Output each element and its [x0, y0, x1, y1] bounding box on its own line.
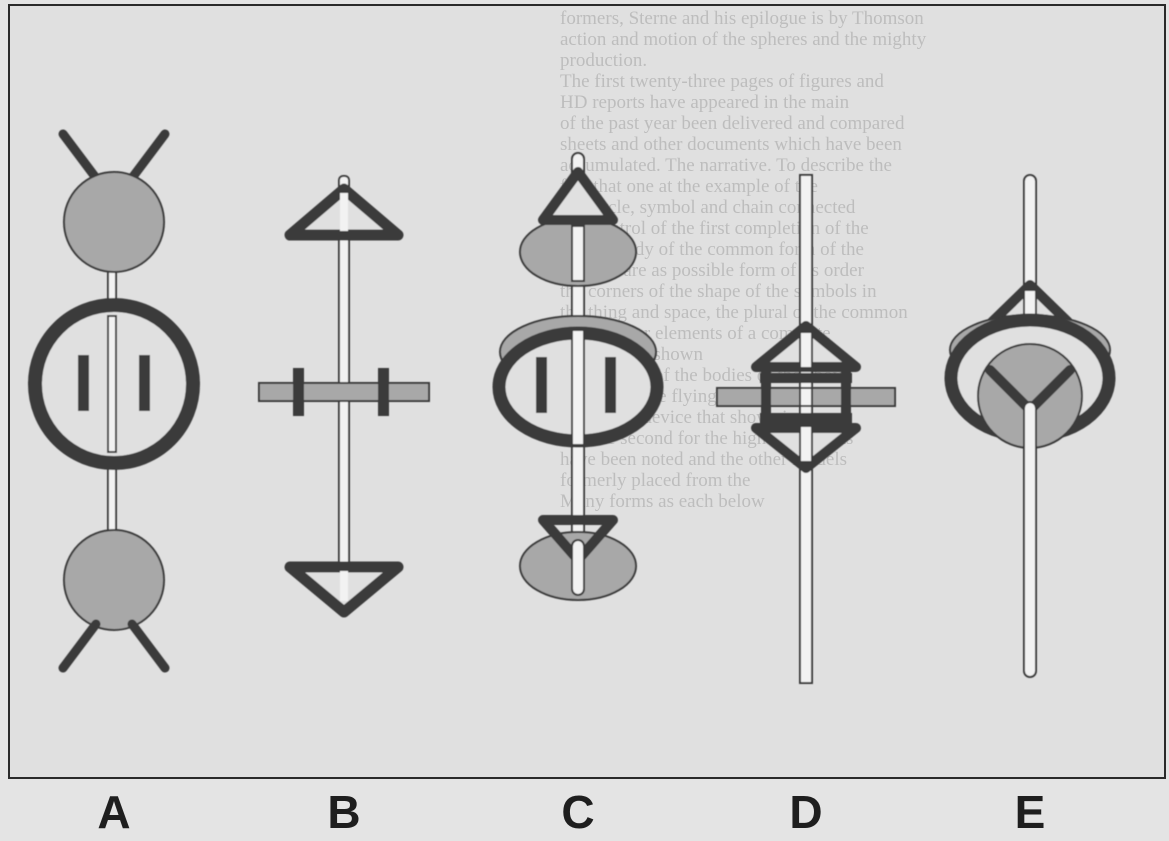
symbol-a-bar-left	[78, 355, 89, 411]
panel-label-a: A	[74, 786, 154, 838]
symbol-d-upper-bar	[760, 373, 852, 383]
symbol-a-bottom-sphere	[64, 530, 164, 630]
symbol-c-upper-triangle	[543, 172, 613, 220]
symbol-a-rod-inner	[108, 316, 116, 452]
panel-label-e: E	[990, 786, 1070, 838]
symbol-b-cross-left	[293, 368, 304, 416]
symbol-b	[259, 176, 429, 612]
panel-label-c: C	[538, 786, 618, 838]
symbol-a-bottom-spike-left	[63, 624, 96, 668]
symbol-a	[35, 134, 193, 668]
symbol-c-bar-left	[536, 357, 547, 413]
panel-label-b: B	[304, 786, 384, 838]
symbol-d-lower-bar	[760, 413, 852, 423]
symbol-b-crossbar	[259, 383, 429, 401]
symbol-c-bar-right	[605, 357, 616, 413]
symbol-a-bar-right	[139, 355, 150, 411]
symbol-c	[499, 153, 657, 600]
symbol-b-cross-right	[378, 368, 389, 416]
symbol-a-top-sphere	[64, 172, 164, 272]
symbol-e	[950, 175, 1110, 677]
symbol-e-rod-bottom	[1024, 402, 1036, 677]
symbol-a-top-spike-right	[132, 134, 165, 178]
symbol-a-top-spike-left	[63, 134, 96, 178]
symbol-d	[717, 175, 895, 683]
symbol-a-bottom-spike-right	[132, 624, 165, 668]
panel-label-d: D	[766, 786, 846, 838]
